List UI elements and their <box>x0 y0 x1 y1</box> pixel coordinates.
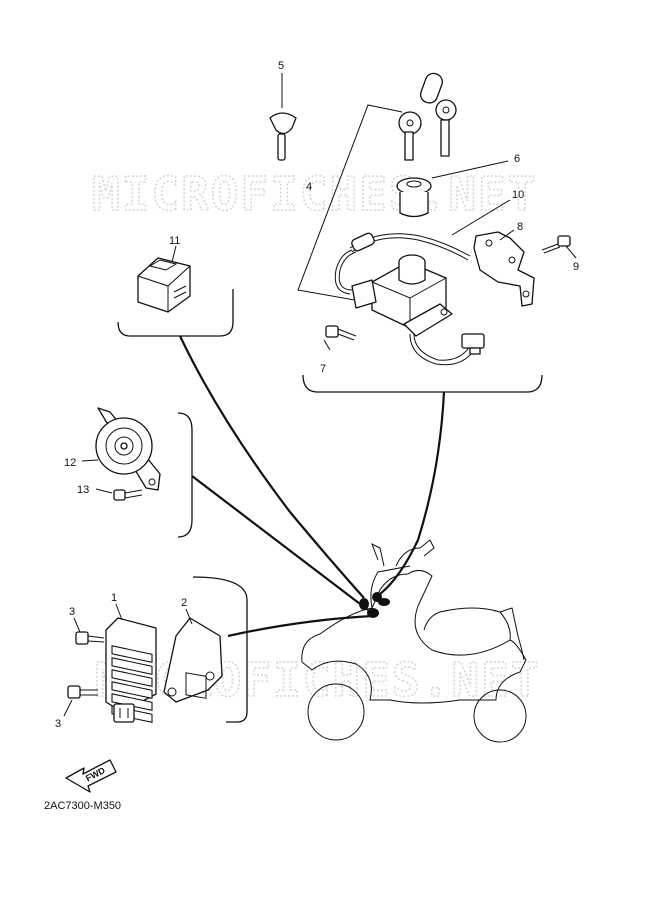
rectifier-1-icon <box>105 617 157 723</box>
leader-10 <box>451 199 511 236</box>
leader-line-relay <box>179 335 365 599</box>
key-cylinder-6-icon <box>396 177 432 218</box>
callout-8: 8 <box>517 221 523 233</box>
bracket-8-icon <box>473 231 535 307</box>
ignition-switch-body-icon <box>334 249 485 366</box>
group-bracket-ignition <box>302 374 543 393</box>
leader-8 <box>499 229 515 241</box>
callout-3b: 3 <box>55 718 61 730</box>
bracket-2-icon <box>163 617 223 703</box>
lock-cable-10-icon <box>349 232 471 261</box>
callout-13: 13 <box>77 484 89 496</box>
callout-7: 7 <box>320 363 326 375</box>
bolt-9-icon <box>541 235 571 254</box>
callout-5: 5 <box>278 60 284 72</box>
leader-13 <box>95 488 113 494</box>
callout-9: 9 <box>573 261 579 273</box>
screw-13-icon <box>113 489 143 501</box>
scooter-outline <box>301 539 527 743</box>
callout-12: 12 <box>64 457 76 469</box>
leader-9 <box>565 245 577 259</box>
leader-12 <box>81 459 99 462</box>
diagram-code: 2AC7300-M350 <box>44 800 121 812</box>
screw-3b-icon <box>67 685 98 699</box>
key-5-icon <box>269 112 297 161</box>
callout-1: 1 <box>111 592 117 604</box>
leader-line-ignition <box>379 391 446 595</box>
group-bracket-rectifier <box>192 576 248 723</box>
fwd-arrow-icon: FWD <box>65 759 117 793</box>
watermark-bottom: MICROFICHES.NET <box>95 653 540 707</box>
horn-12-icon <box>95 407 161 491</box>
callout-10: 10 <box>512 189 524 201</box>
group-bracket-11 <box>117 289 234 337</box>
leader-line-horn <box>191 475 369 611</box>
watermark-top: MICROFICHES.NET <box>92 167 537 221</box>
mounting-location-marks <box>359 592 390 618</box>
callout-3a: 3 <box>69 606 75 618</box>
callout-4: 4 <box>306 181 312 193</box>
callout-2: 2 <box>181 597 187 609</box>
leader-3a <box>73 617 81 633</box>
screw-3a-icon <box>75 631 105 645</box>
screw-7-icon <box>325 325 357 341</box>
group-bracket-horn <box>177 412 193 538</box>
leader-7 <box>323 339 331 351</box>
leader-4 <box>297 104 403 309</box>
leader-11 <box>171 245 177 263</box>
callout-11: 11 <box>169 235 180 247</box>
leader-6 <box>431 160 509 179</box>
leader-1 <box>115 603 123 621</box>
callout-6: 6 <box>514 153 520 165</box>
leader-3b <box>63 699 73 717</box>
leader-line-rectifier <box>227 614 373 638</box>
relay-11-icon <box>137 257 191 313</box>
leader-2 <box>185 608 193 625</box>
key-set-icon <box>398 72 457 161</box>
